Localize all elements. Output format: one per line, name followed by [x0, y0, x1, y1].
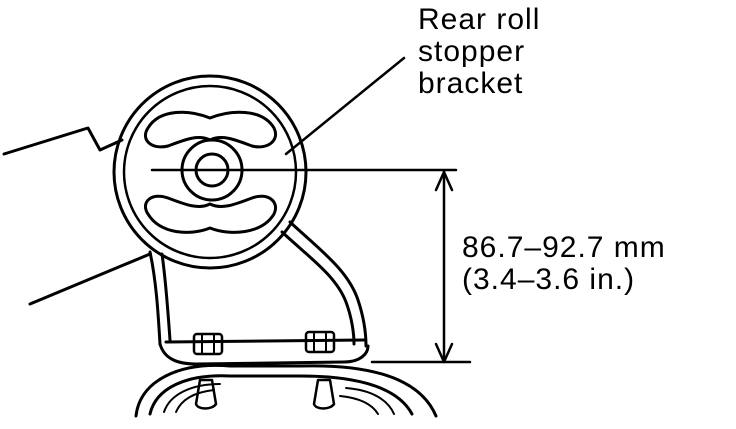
bracket-base-line: [166, 340, 364, 342]
frame-line-lower: [30, 254, 150, 304]
dimension-imperial: (3.4–3.6 in.): [462, 263, 636, 296]
insulator-outer: [114, 76, 306, 268]
bracket-left-plate-inner: [162, 254, 170, 340]
dimension-label: 86.7–92.7 mm (3.4–3.6 in.): [462, 232, 666, 296]
callout-leader: [286, 58, 404, 154]
insulator-upper-slot: [145, 112, 275, 147]
mount-stud-right: [314, 380, 334, 409]
bracket-base: [160, 344, 368, 364]
callout-line-3: bracket: [418, 67, 524, 100]
mount-stud-left: [196, 380, 216, 409]
insulator-outer-ring: [124, 86, 296, 258]
callout-line-1: Rear roll: [418, 3, 541, 36]
bolt-left: [194, 334, 222, 354]
mount-outline-outer: [136, 365, 436, 416]
bolt-right: [306, 332, 334, 352]
insulator-lower-slot: [145, 196, 275, 232]
bracket-right-plate: [290, 222, 366, 346]
mount-outline-inner: [150, 376, 412, 414]
dimension-metric: 86.7–92.7 mm: [462, 231, 666, 264]
dimension-arrow-top: [436, 172, 452, 190]
bracket-right-plate-inner: [282, 232, 354, 344]
callout-line-2: stopper: [418, 35, 526, 68]
bracket-left-plate: [150, 252, 160, 344]
callout-label: Rear roll stopper bracket: [418, 4, 540, 100]
frame-line-upper: [4, 128, 122, 154]
